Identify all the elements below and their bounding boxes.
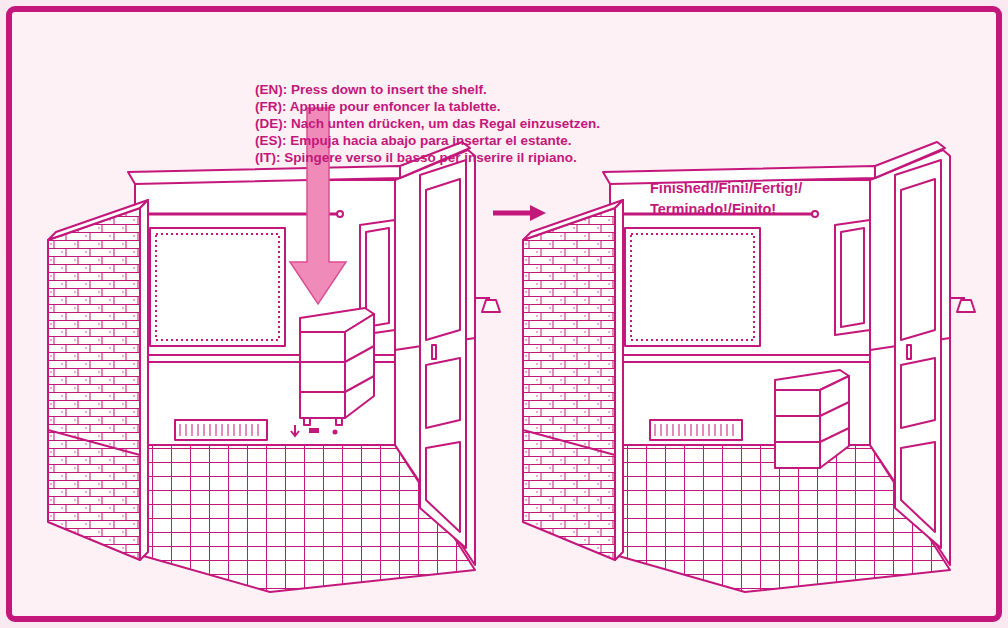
room-finished (523, 142, 975, 592)
instruction-text: (EN): Press down to insert the shelf. (255, 82, 487, 98)
instruction-text: (ES): Empuja hacia abajo para insertar e… (255, 133, 572, 149)
instruction-text: (FR): Appuie pour enfoncer la tablette. (255, 99, 501, 115)
instruction-text: (DE): Nach unten drücken, um das Regal e… (255, 116, 600, 132)
room-before (48, 142, 500, 592)
finished-text: Finished!/Fini!/Fertig!/ Terminado!/Fini… (650, 178, 820, 220)
corner-shelf (300, 308, 374, 425)
installed-shelf (775, 370, 849, 468)
step-arrow (493, 205, 546, 221)
instruction-text: (IT): Spingere verso il basso per inseri… (255, 150, 577, 166)
